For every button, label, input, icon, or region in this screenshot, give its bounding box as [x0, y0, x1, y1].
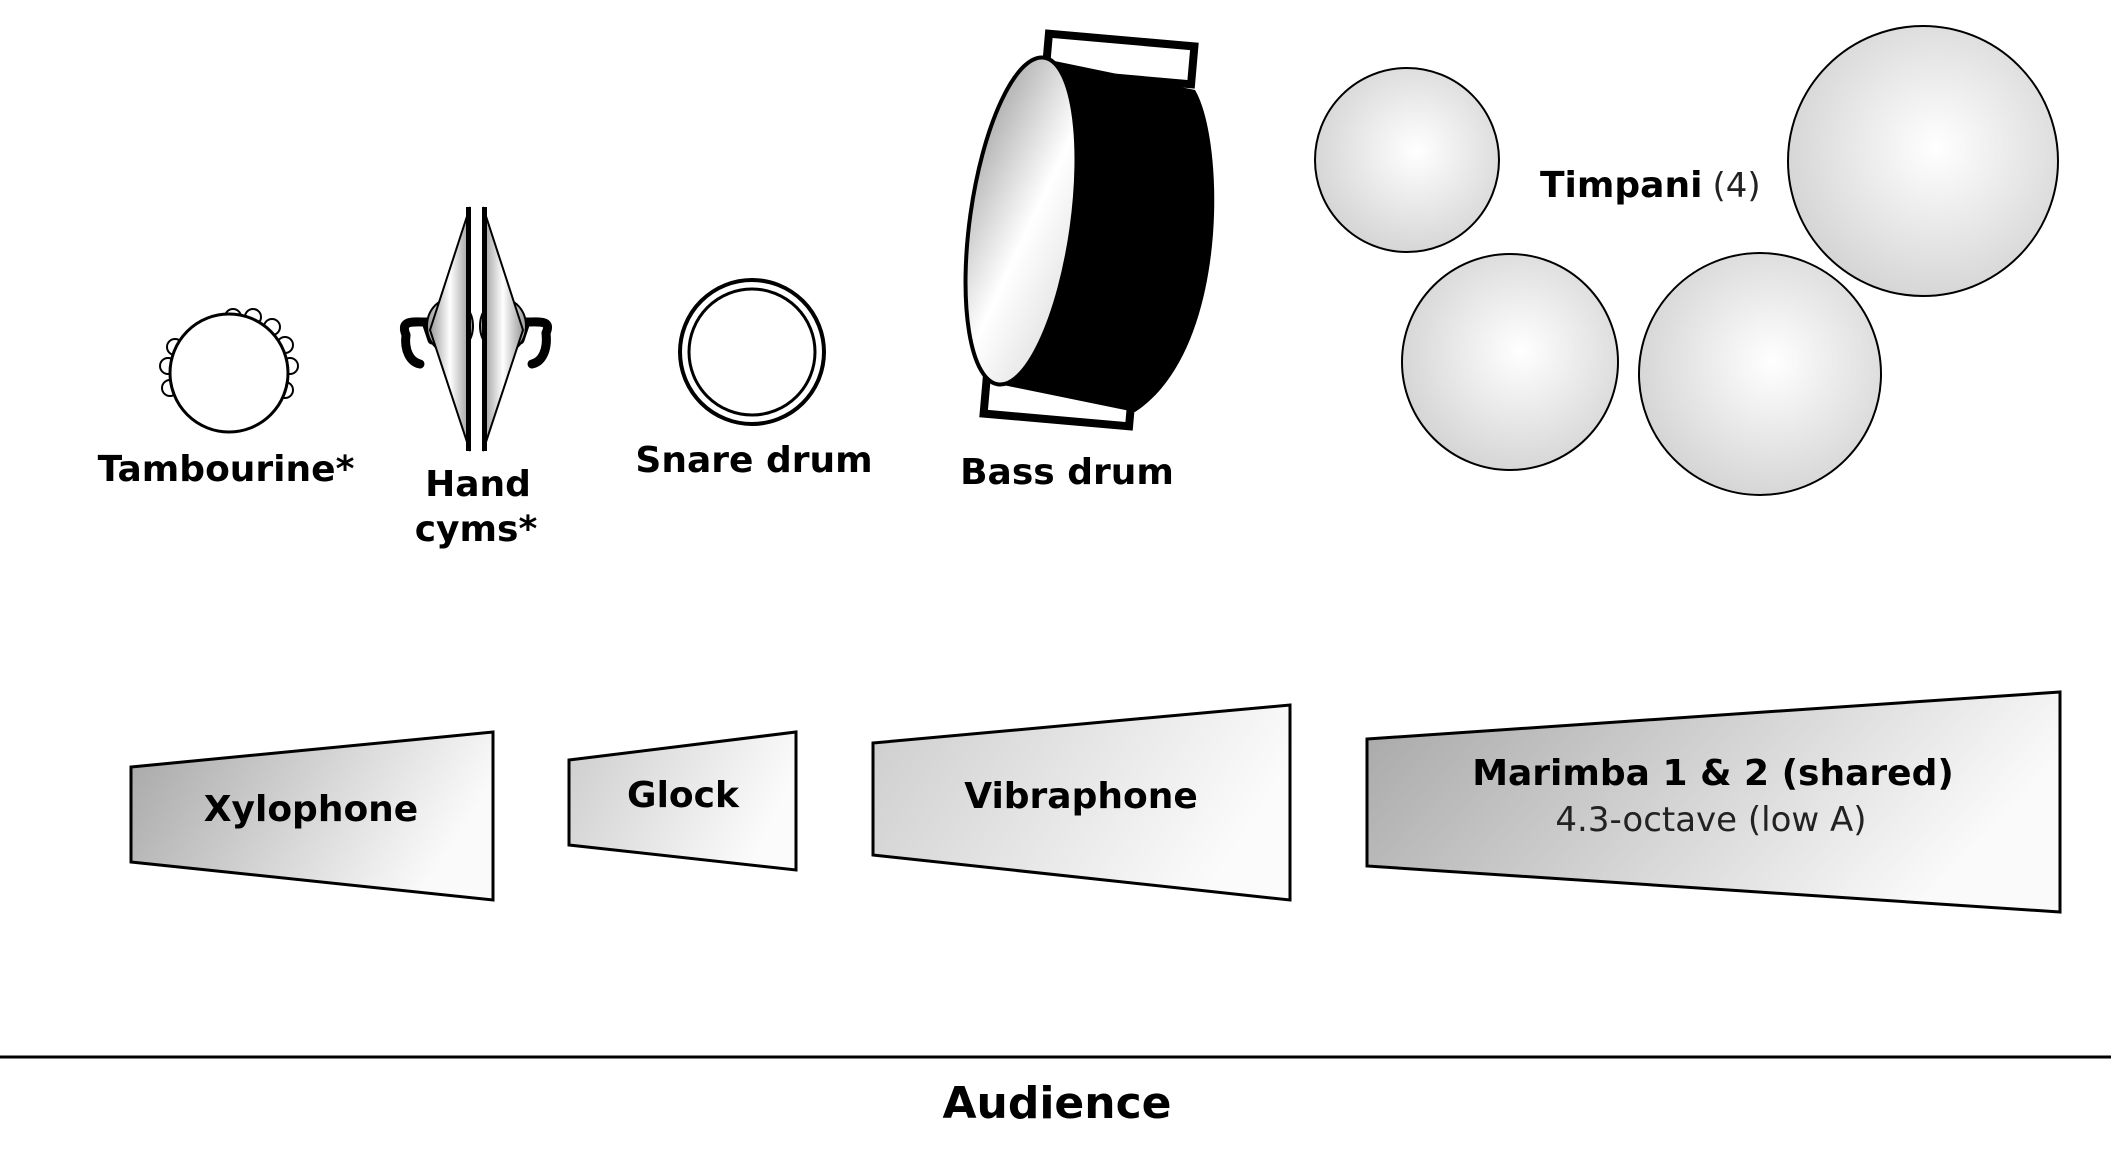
- tambourine-head: [168, 312, 290, 434]
- glock-label: Glock: [627, 775, 740, 816]
- timpani-label-count: (4): [1712, 166, 1760, 206]
- vibraphone-frame: [871, 703, 1292, 902]
- tambourine-label: Tambourine*: [98, 449, 355, 490]
- vibraphone: Vibraphone: [871, 703, 1292, 902]
- xylophone-frame: [129, 730, 495, 902]
- marimba-frame: [1365, 690, 2062, 914]
- bass-drum-label: Bass drum: [960, 452, 1174, 493]
- bass-drum: Bass drum: [960, 29, 1215, 493]
- marimba: Marimba 1 & 2 (shared) 4.3-octave (low A…: [1365, 690, 2062, 914]
- vibraphone-label: Vibraphone: [964, 776, 1198, 817]
- glock: Glock: [567, 730, 798, 872]
- marimba-label: Marimba 1 & 2 (shared): [1472, 753, 1954, 794]
- xylophone-label: Xylophone: [204, 789, 418, 830]
- snare-head: [687, 287, 817, 417]
- timpani-drum-2: [1401, 253, 1619, 471]
- snare-drum: Snare drum: [635, 278, 873, 481]
- snare-label: Snare drum: [635, 440, 872, 481]
- glock-frame: [567, 730, 798, 872]
- cymbal-left: [428, 206, 471, 452]
- cymbal-right: [482, 206, 525, 452]
- timpani-drum-3: [1638, 252, 1882, 496]
- hand-cymbals: Hand cyms*: [400, 206, 552, 550]
- xylophone: Xylophone: [129, 730, 495, 902]
- timpani-drum-4: [1787, 25, 2059, 297]
- timpani-label-name: Timpani: [1540, 165, 1702, 206]
- audience-label: Audience: [942, 1078, 1171, 1129]
- hand-cymbals-label-line2: cyms*: [415, 509, 538, 550]
- timpani-label: Timpani(4): [1540, 165, 1761, 206]
- tambourine: Tambourine*: [98, 308, 355, 490]
- hand-cymbals-label-line1: Hand: [425, 464, 531, 505]
- timpani-drum-1: [1314, 67, 1500, 253]
- timpani: Timpani(4): [1314, 25, 2059, 496]
- marimba-note: 4.3-octave (low A): [1555, 800, 1866, 840]
- bass-drum-head: [963, 55, 1079, 387]
